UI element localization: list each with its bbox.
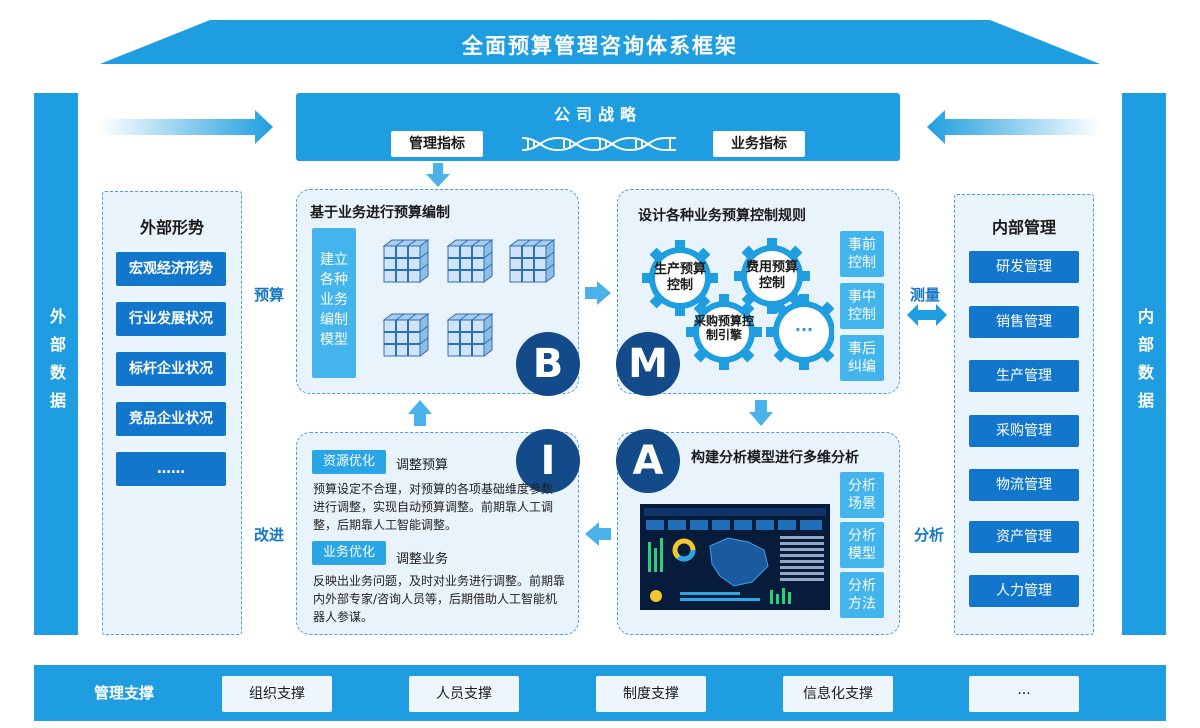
internal-title: 内部管理 (991, 218, 1056, 237)
arrow-left-icon (585, 522, 611, 546)
support-item: 组织支撑 (222, 676, 332, 712)
external-data-label: 外部数据 (47, 308, 66, 420)
arrow-right-icon (585, 281, 611, 305)
control-tile: 事前控制 (840, 231, 884, 277)
quad-a-title: 构建分析模型进行多维分析 (691, 450, 859, 466)
analysis-tile: 分析模型 (840, 522, 884, 568)
external-item: 宏观经济形势 (116, 252, 226, 286)
business-indicator-tag: 业务指标 (713, 131, 805, 157)
external-item: 行业发展状况 (116, 302, 226, 336)
control-tile: 事后纠编 (840, 335, 884, 381)
arrow-right-icon (100, 110, 273, 144)
internal-item: 采购管理 (969, 415, 1079, 447)
management-indicator-tag: 管理指标 (391, 131, 483, 157)
double-arrow-icon (907, 304, 947, 326)
arrow-up-icon (408, 400, 432, 426)
gear-more-label: ··· (794, 320, 814, 339)
gear-production-label: 生产预算控制 (653, 262, 706, 293)
quad-b-title: 基于业务进行预算编制 (310, 205, 450, 221)
resource-optimization-tag: 资源优化 (312, 450, 386, 474)
letter-m-badge: M (616, 332, 680, 396)
external-item: 标杆企业状况 (116, 352, 226, 386)
page-title: 全面预算管理咨询体系框架 (462, 34, 738, 58)
analysis-tile: 分析方法 (840, 572, 884, 618)
analysis-tile: 分析场景 (840, 472, 884, 518)
internal-item: 资产管理 (969, 521, 1079, 553)
control-tile-label: 事中控制 (848, 289, 876, 323)
control-tile: 事中控制 (840, 283, 884, 329)
resource-optimization-text: 预算设定不合理，对预算的各项基础维度参数进行调整，实现自动预算调整。前期靠人工调… (313, 482, 554, 532)
quad-m-title: 设计各种业务预算控制规则 (638, 208, 806, 224)
business-optimization-text: 反映出业务问题，及时对业务进行调整。前期靠内外部专家/咨询人员等，后期借助人工智… (313, 574, 566, 624)
build-model-tile: 建立各种业务编制模型 (312, 228, 356, 378)
analyze-label: 分析 (914, 526, 945, 544)
improve-label: 改进 (254, 526, 285, 544)
strategy-title: 公司战略 (553, 105, 642, 124)
management-support-title: 管理支撑 (93, 684, 154, 702)
analysis-tile-label: 分析场景 (848, 478, 876, 512)
measure-label: 测量 (910, 286, 941, 304)
adjust-budget-label: 调整预算 (396, 458, 449, 473)
external-data-bar: 外部数据 (34, 93, 78, 635)
arrow-down-icon (749, 400, 773, 426)
letter-b-badge: B (516, 332, 580, 396)
external-title: 外部形势 (139, 218, 204, 237)
external-item: 竞品企业状况 (116, 402, 226, 436)
external-item: …… (116, 452, 226, 486)
business-optimization-tag: 业务优化 (312, 541, 386, 565)
support-item: ··· (969, 676, 1079, 712)
internal-data-bar: 内部数据 (1122, 93, 1166, 635)
analysis-tile-label: 分析方法 (848, 578, 876, 612)
letter-i-badge: I (516, 429, 580, 493)
control-tile-label: 事后纠编 (848, 341, 876, 375)
dashboard-screenshot (640, 504, 830, 610)
internal-item: 物流管理 (969, 469, 1079, 501)
arrow-down-icon (426, 163, 450, 187)
internal-item: 生产管理 (969, 360, 1079, 392)
support-item: 信息化支撑 (783, 676, 893, 712)
support-item: 人员支撑 (409, 676, 519, 712)
gear-expense-label: 费用预算控制 (745, 260, 798, 291)
analysis-tile-label: 分析模型 (848, 528, 876, 562)
build-model-label: 建立各种业务编制模型 (320, 252, 348, 348)
arrow-left-icon (927, 110, 1100, 144)
roof-banner (100, 20, 1100, 64)
internal-item: 人力管理 (969, 575, 1079, 607)
dna-link-icon (521, 136, 676, 152)
control-tile-label: 事前控制 (848, 237, 876, 271)
support-item: 制度支撑 (596, 676, 706, 712)
letter-a-badge: A (616, 429, 680, 493)
internal-item: 研发管理 (969, 251, 1079, 283)
adjust-business-label: 调整业务 (396, 552, 449, 567)
budget-label: 预算 (254, 286, 285, 304)
internal-data-label: 内部数据 (1135, 308, 1154, 420)
internal-item: 销售管理 (969, 306, 1079, 338)
gear-purchase-label: 采购预算控制引擎 (693, 314, 754, 342)
